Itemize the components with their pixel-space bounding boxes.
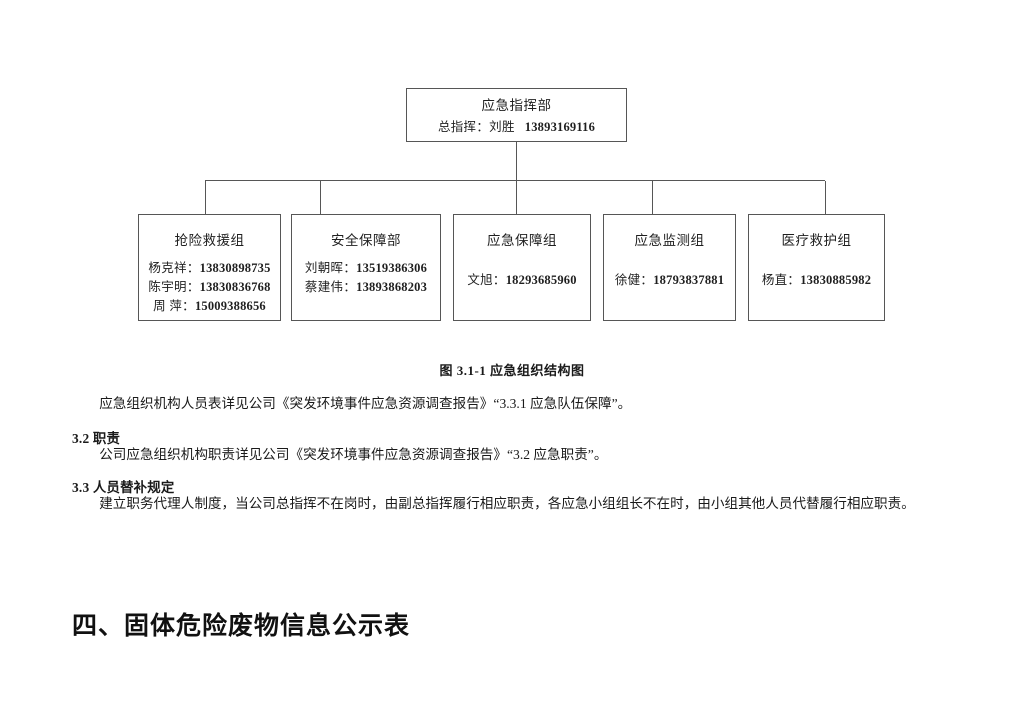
org-node-member: 杨直：13830885982 <box>749 271 884 290</box>
org-node-phone: 13893169116 <box>524 120 596 134</box>
member-phone: 15009388656 <box>194 299 266 313</box>
section-32-heading-block: 3.2 职责 <box>72 428 962 450</box>
figure-caption: 图 3.1-1 应急组织结构图 <box>439 363 585 378</box>
connector-drop-5 <box>825 181 826 214</box>
section-33-body-block: 建立职务代理人制度，当公司总指挥不在岗时，由副总指挥履行相应职责，各应急小组组长… <box>72 493 962 515</box>
member-name: 陈宇明： <box>148 280 200 294</box>
org-node-emergency-support: 应急保障组 文旭：18293685960 <box>453 214 591 321</box>
org-node-title: 安全保障部 <box>331 233 401 248</box>
connector-drop-3 <box>516 181 517 214</box>
org-node-member-list: 杨克祥：13830898735 陈宇明：13830836768 周 萍：1500… <box>139 259 280 316</box>
section-32-body-block: 公司应急组织机构职责详见公司《突发环境事件应急资源调查报告》“3.2 应急职责”… <box>72 444 962 466</box>
org-node-safety-department: 安全保障部 刘朝晖：13519386306 蔡建伟：13893868203 <box>291 214 441 321</box>
org-node-title: 应急监测组 <box>634 233 705 248</box>
member-name: 徐健： <box>614 273 654 287</box>
org-node-title: 抢险救援组 <box>174 233 245 248</box>
member-name: 文旭： <box>467 273 506 287</box>
org-node-title: 应急保障组 <box>487 233 557 248</box>
org-node-member: 杨克祥：13830898735 <box>139 259 280 278</box>
org-node-member-list: 徐健：18793837881 <box>604 271 735 290</box>
connector-drop-2 <box>320 181 321 214</box>
connector-horizontal-bus <box>205 180 825 181</box>
org-node-member: 周 萍：15009388656 <box>139 297 280 316</box>
member-name: 杨克祥： <box>148 261 200 275</box>
org-node-title: 医疗救护组 <box>781 233 852 248</box>
connector-root-stem <box>516 142 517 181</box>
member-name: 刘朝晖： <box>304 261 357 275</box>
org-node-member-list: 刘朝晖：13519386306 蔡建伟：13893868203 <box>292 259 440 297</box>
connector-drop-1 <box>205 181 206 214</box>
member-phone: 13830898735 <box>199 261 271 275</box>
section-33-heading: 3.3 人员替补规定 <box>72 480 175 495</box>
org-node-role: 总指挥： <box>437 120 490 134</box>
section-32-paragraph: 公司应急组织机构职责详见公司《突发环境事件应急资源调查报告》“3.2 应急职责”… <box>99 447 608 462</box>
intro-paragraph: 应急组织机构人员表详见公司《突发环境事件应急资源调查报告》“3.3.1 应急队伍… <box>99 396 632 411</box>
org-node-medical-rescue: 医疗救护组 杨直：13830885982 <box>748 214 885 321</box>
org-node-rescue-team: 抢险救援组 杨克祥：13830898735 陈宇明：13830836768 周 … <box>138 214 281 321</box>
member-phone: 13830836768 <box>199 280 271 294</box>
chapter-heading: 四、固体危险废物信息公示表 <box>72 612 411 640</box>
org-node-member: 刘朝晖：13519386306 <box>292 259 440 278</box>
org-node-member-list: 文旭：18293685960 <box>454 271 590 290</box>
org-node-title: 应急指挥部 <box>481 98 552 113</box>
member-name: 蔡建伟： <box>304 280 357 294</box>
member-phone: 18293685960 <box>505 273 577 287</box>
member-name: 周 萍： <box>153 299 195 313</box>
section-33-paragraph: 建立职务代理人制度，当公司总指挥不在岗时，由副总指挥履行相应职责，各应急小组组长… <box>99 496 915 511</box>
org-node-command-center: 应急指挥部 总指挥：刘胜 13893169116 <box>406 88 627 142</box>
org-node-emergency-monitoring: 应急监测组 徐健：18793837881 <box>603 214 736 321</box>
member-phone: 13830885982 <box>800 273 872 287</box>
org-node-member: 徐健：18793837881 <box>604 271 735 290</box>
intro-paragraph-block: 应急组织机构人员表详见公司《突发环境事件应急资源调查报告》“3.3.1 应急队伍… <box>72 393 962 415</box>
org-node-member: 蔡建伟：13893868203 <box>292 278 440 297</box>
section-33-heading-block: 3.3 人员替补规定 <box>72 477 962 499</box>
connector-drop-4 <box>652 181 653 214</box>
org-node-person-row: 总指挥：刘胜 13893169116 <box>407 118 626 137</box>
member-name: 杨直： <box>761 273 801 287</box>
org-node-member-list: 杨直：13830885982 <box>749 271 884 290</box>
org-node-member: 文旭：18293685960 <box>454 271 590 290</box>
section-32-heading: 3.2 职责 <box>72 431 121 446</box>
member-phone: 13893868203 <box>356 280 428 294</box>
member-phone: 18793837881 <box>653 273 725 287</box>
org-node-name: 刘胜 <box>489 120 515 134</box>
member-phone: 13519386306 <box>356 261 428 275</box>
org-node-member: 陈宇明：13830836768 <box>139 278 280 297</box>
